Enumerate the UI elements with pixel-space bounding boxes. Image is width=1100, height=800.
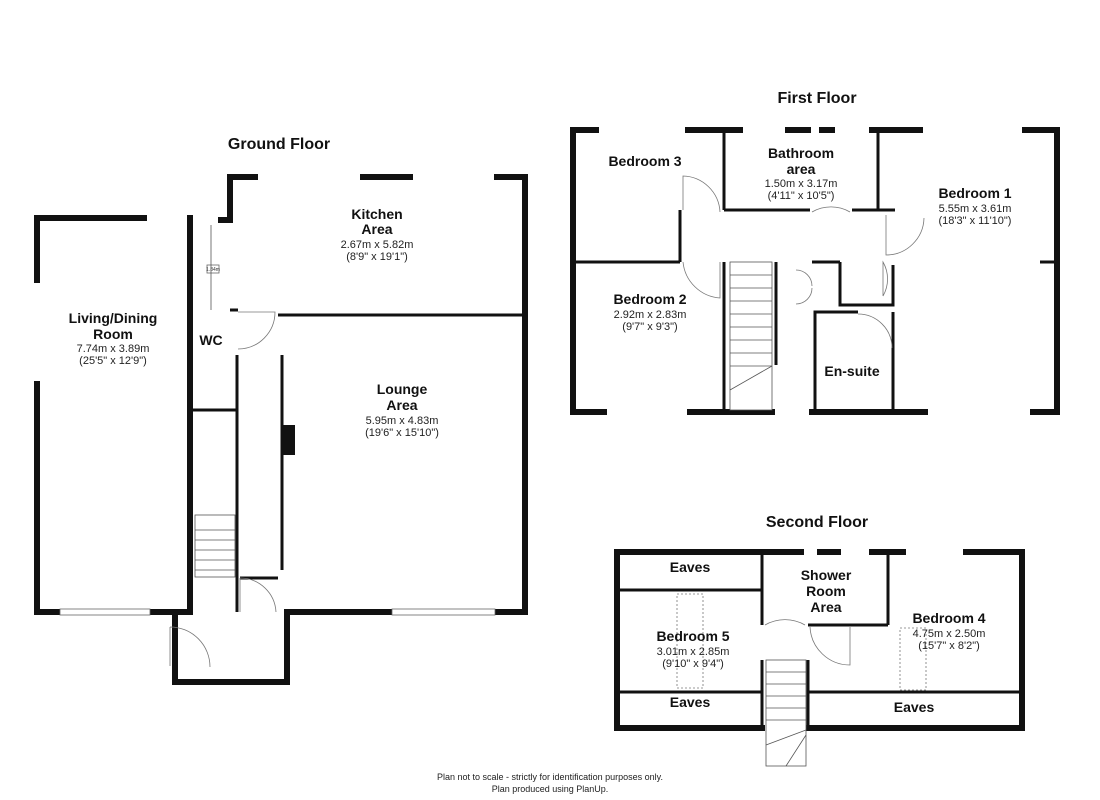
bedroom2-name: Bedroom 2: [613, 291, 686, 307]
bedroom5-name: Bedroom 5: [656, 628, 729, 644]
bedroom1-dim-m: 5.55m x 3.61m: [939, 203, 1012, 215]
ground-floor: Ground Floor 1.84m: [34, 136, 528, 685]
bedroom1-door: [885, 215, 925, 256]
ground-stairs: [194, 514, 236, 578]
bedroom4-skylight: [899, 627, 927, 691]
footer-credit: Plan produced using PlanUp.: [492, 784, 609, 794]
eaves-bottom-right-label: Eaves: [894, 699, 935, 715]
lounge-window: [391, 608, 496, 616]
living-dim-ft: (25'5" x 12'9"): [79, 355, 147, 367]
hall-door: [239, 577, 277, 613]
bedroom5-dim-m: 3.01m x 2.85m: [657, 646, 730, 658]
ensuite-label: En-suite: [824, 363, 879, 379]
cupboard-doors: [795, 269, 813, 305]
measurement-tag: [206, 264, 220, 274]
kitchen-name-1: Kitchen: [351, 206, 402, 222]
landing-door: [882, 260, 888, 297]
footer-disclaimer: Plan not to scale - strictly for identif…: [437, 772, 663, 782]
bedroom4-door: [809, 626, 851, 666]
first-floor-title: First Floor: [777, 90, 856, 107]
lounge-name-2: Area: [386, 397, 417, 413]
bedroom2-dim-m: 2.92m x 2.83m: [614, 309, 687, 321]
second-floor: Second Floor: [614, 514, 1025, 767]
second-stairs: [765, 659, 807, 767]
living-window: [59, 608, 151, 616]
bedroom2-dim-ft: (9'7" x 9'3"): [622, 321, 677, 333]
eaves-top-label: Eaves: [670, 559, 711, 575]
lounge-dim-ft: (19'6" x 15'10"): [365, 427, 439, 439]
bedroom4-name: Bedroom 4: [912, 610, 985, 626]
ground-outer-walls: [34, 174, 528, 685]
first-floor: First Floor: [570, 90, 1060, 415]
bedroom1-name: Bedroom 1: [938, 185, 1011, 201]
kitchen-dim-ft: (8'9" x 19'1"): [346, 251, 408, 263]
bedroom4-dim-m: 4.75m x 2.50m: [913, 628, 986, 640]
bedroom4-dim-ft: (15'7" x 8'2"): [918, 640, 980, 652]
second-outer-walls: [614, 549, 1025, 731]
bathroom-dim-ft: (4'11" x 10'5"): [768, 190, 835, 202]
lounge-dim-m: 5.95m x 4.83m: [366, 415, 439, 427]
shower-name-2: Room: [806, 583, 846, 599]
bedroom3-label: Bedroom 3: [608, 153, 681, 169]
bedroom5-skylight: [676, 593, 704, 689]
lounge-name-1: Lounge: [377, 381, 428, 397]
ground-floor-title: Ground Floor: [228, 136, 330, 153]
kitchen-dim-m: 2.67m x 5.82m: [341, 239, 414, 251]
wc-label: WC: [199, 332, 222, 348]
eaves-bottom-left-label: Eaves: [670, 694, 711, 710]
bedroom3-door: [682, 175, 721, 213]
bathroom-name-1: Bathroom: [768, 145, 834, 161]
shower-name-1: Shower: [801, 567, 852, 583]
bedroom2-door: [682, 261, 721, 299]
living-dim-m: 7.74m x 3.89m: [77, 343, 150, 355]
first-outer-walls: [570, 127, 1060, 415]
shower-door: [764, 619, 806, 626]
bathroom-door: [811, 206, 851, 213]
bathroom-name-2: area: [787, 161, 816, 177]
bedroom1-dim-ft: (18'3" x 11'10"): [939, 215, 1012, 227]
shower-name-3: Area: [810, 599, 841, 615]
living-name-1: Living/Dining: [69, 310, 158, 326]
measurement-label: 1.84m: [206, 267, 220, 273]
wc-door: [237, 311, 276, 350]
chimney-breast: [281, 425, 295, 455]
kitchen-name-2: Area: [361, 221, 392, 237]
bathroom-dim-m: 1.50m x 3.17m: [765, 178, 838, 190]
second-floor-title: Second Floor: [766, 514, 868, 531]
first-stairs: [729, 261, 773, 411]
front-door: [169, 626, 211, 668]
bedroom5-dim-ft: (9'10" x 9'4"): [662, 658, 724, 670]
ensuite-door: [857, 313, 893, 349]
living-name-2: Room: [93, 326, 133, 342]
